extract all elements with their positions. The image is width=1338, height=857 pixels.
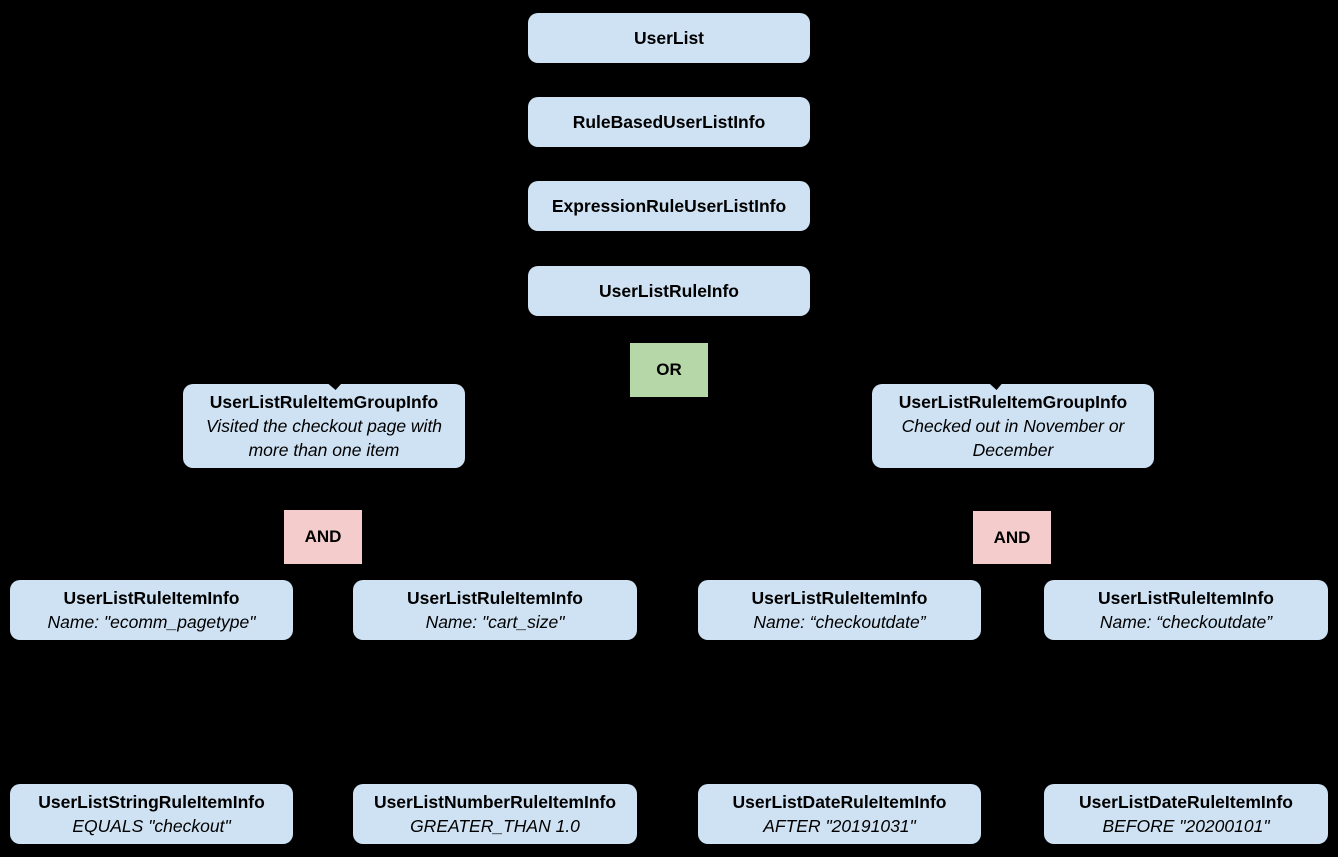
node-desc: EQUALS "checkout" bbox=[72, 816, 231, 836]
rule-item-checkoutdate-1: UserListRuleItemInfo Name: “checkoutdate… bbox=[698, 580, 981, 640]
node-title: UserListRuleInfo bbox=[598, 281, 740, 301]
node-title: UserListDateRuleItemInfo bbox=[1079, 792, 1293, 812]
node-title: UserList bbox=[633, 28, 705, 48]
node-desc: Name: "cart_size" bbox=[425, 612, 565, 632]
node-expressionruleuserlistinfo: ExpressionRuleUserListInfo bbox=[528, 181, 810, 231]
operand-string-equals: UserListStringRuleItemInfo EQUALS "check… bbox=[10, 784, 293, 844]
node-title: RuleBasedUserListInfo bbox=[572, 112, 766, 132]
rule-item-checkoutdate-2: UserListRuleItemInfo Name: “checkoutdate… bbox=[1044, 580, 1328, 640]
rule-item-ecomm-pagetype: UserListRuleItemInfo Name: "ecomm_pagety… bbox=[10, 580, 293, 640]
node-rulebaseduserlistinfo: RuleBasedUserListInfo bbox=[528, 97, 810, 147]
node-desc: Visited the checkout page with more than… bbox=[205, 416, 443, 460]
group-node-checkout-page: UserListRuleItemGroupInfo Visited the ch… bbox=[183, 384, 465, 468]
operand-date-after: UserListDateRuleItemInfo AFTER "20191031… bbox=[698, 784, 981, 844]
node-title: UserListRuleItemInfo bbox=[63, 588, 240, 608]
node-title: UserListStringRuleItemInfo bbox=[38, 792, 265, 812]
node-desc: Name: “checkoutdate” bbox=[753, 612, 926, 632]
group-node-checkout-date: UserListRuleItemGroupInfo Checked out in… bbox=[872, 384, 1154, 468]
node-title: UserListRuleItemGroupInfo bbox=[898, 392, 1128, 412]
or-operator: OR bbox=[630, 343, 708, 397]
node-title: UserListRuleItemGroupInfo bbox=[209, 392, 439, 412]
node-title: UserListRuleItemInfo bbox=[751, 588, 928, 608]
rule-item-cart-size: UserListRuleItemInfo Name: "cart_size" bbox=[353, 580, 637, 640]
node-title: UserListDateRuleItemInfo bbox=[732, 792, 947, 812]
node-desc: BEFORE "20200101" bbox=[1102, 816, 1270, 836]
node-userlistruleinfo: UserListRuleInfo bbox=[528, 266, 810, 316]
node-title: UserListRuleItemInfo bbox=[407, 588, 583, 608]
node-title: UserListNumberRuleItemInfo bbox=[373, 792, 617, 812]
and-operator-right: AND bbox=[973, 511, 1051, 564]
node-desc: Name: “checkoutdate” bbox=[1099, 612, 1273, 632]
node-userlist: UserList bbox=[528, 13, 810, 63]
node-title: ExpressionRuleUserListInfo bbox=[551, 196, 787, 216]
operand-number-greater-than: UserListNumberRuleItemInfo GREATER_THAN … bbox=[353, 784, 637, 844]
node-desc: Checked out in November or December bbox=[901, 416, 1125, 460]
node-title: UserListRuleItemInfo bbox=[1098, 588, 1274, 608]
and-operator-left: AND bbox=[284, 510, 362, 564]
node-desc: AFTER "20191031" bbox=[763, 816, 916, 836]
node-desc: Name: "ecomm_pagetype" bbox=[47, 612, 256, 632]
operand-date-before: UserListDateRuleItemInfo BEFORE "2020010… bbox=[1044, 784, 1328, 844]
node-desc: GREATER_THAN 1.0 bbox=[410, 816, 580, 836]
